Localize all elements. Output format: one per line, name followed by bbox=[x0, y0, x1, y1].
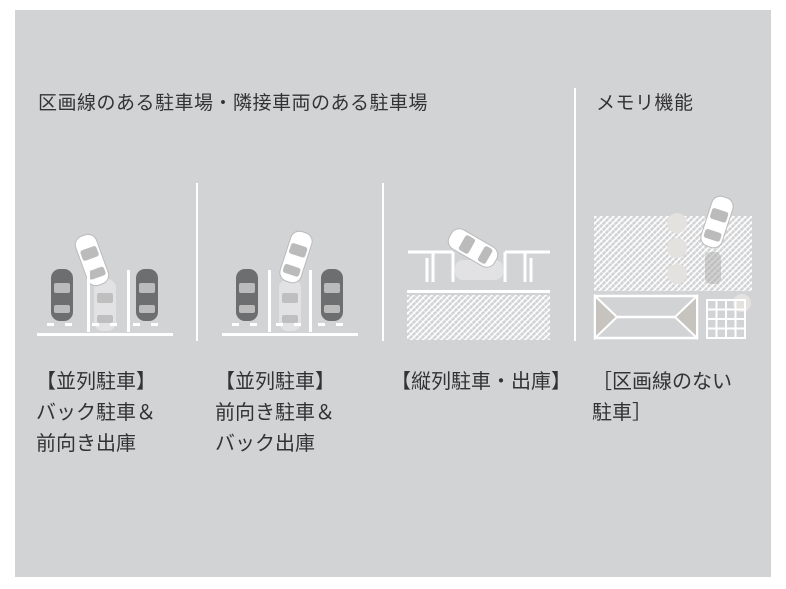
scenario-label-street-parking: 【縦列駐車・出庫】 bbox=[391, 366, 571, 397]
label-line: 前向き駐車＆ bbox=[215, 400, 335, 424]
moving-car-icon bbox=[72, 231, 112, 289]
scenario-label-parallel-forward: 【並列駐車】 前向き駐車＆ バック出庫 bbox=[215, 366, 335, 459]
scenario-label-unmarked: ［区画線のない 駐車］ bbox=[592, 366, 732, 428]
shrub-icon bbox=[667, 213, 751, 312]
label-line: バック出庫 bbox=[215, 431, 315, 455]
heading-marked-parking: 区画線のある駐車場・隣接車両のある駐車場 bbox=[38, 92, 429, 114]
label-line: バック駐車＆ bbox=[36, 400, 156, 424]
divider bbox=[196, 183, 198, 341]
parked-car-icon bbox=[51, 269, 73, 321]
heading-memory-function: メモリ機能 bbox=[596, 92, 694, 114]
label-line: 駐車］ bbox=[592, 400, 652, 424]
divider bbox=[382, 183, 384, 341]
parked-car-icon bbox=[321, 269, 343, 321]
ghost-car-icon bbox=[705, 252, 721, 284]
unmarked-parking-memory-illustration bbox=[593, 193, 752, 340]
divider bbox=[574, 88, 576, 341]
label-line: 前向き出庫 bbox=[36, 431, 136, 455]
label-line: ［区画線のない bbox=[592, 369, 732, 393]
parked-car-icon bbox=[236, 269, 258, 321]
garage-roof-icon bbox=[593, 293, 699, 340]
grid-tile-icon bbox=[706, 299, 746, 339]
label-line: 【並列駐車】 bbox=[36, 369, 156, 393]
parallel-reverse-parking-illustration bbox=[37, 231, 173, 336]
moving-car-icon bbox=[277, 228, 315, 286]
label-line: 【並列駐車】 bbox=[215, 369, 335, 393]
parallel-forward-parking-illustration bbox=[222, 228, 358, 336]
parallel-street-parking-illustration bbox=[407, 224, 550, 340]
parked-car-icon bbox=[136, 269, 158, 321]
label-line: 【縦列駐車・出庫】 bbox=[391, 369, 571, 393]
scenario-label-parallel-reverse: 【並列駐車】 バック駐車＆ 前向き出庫 bbox=[36, 366, 156, 459]
